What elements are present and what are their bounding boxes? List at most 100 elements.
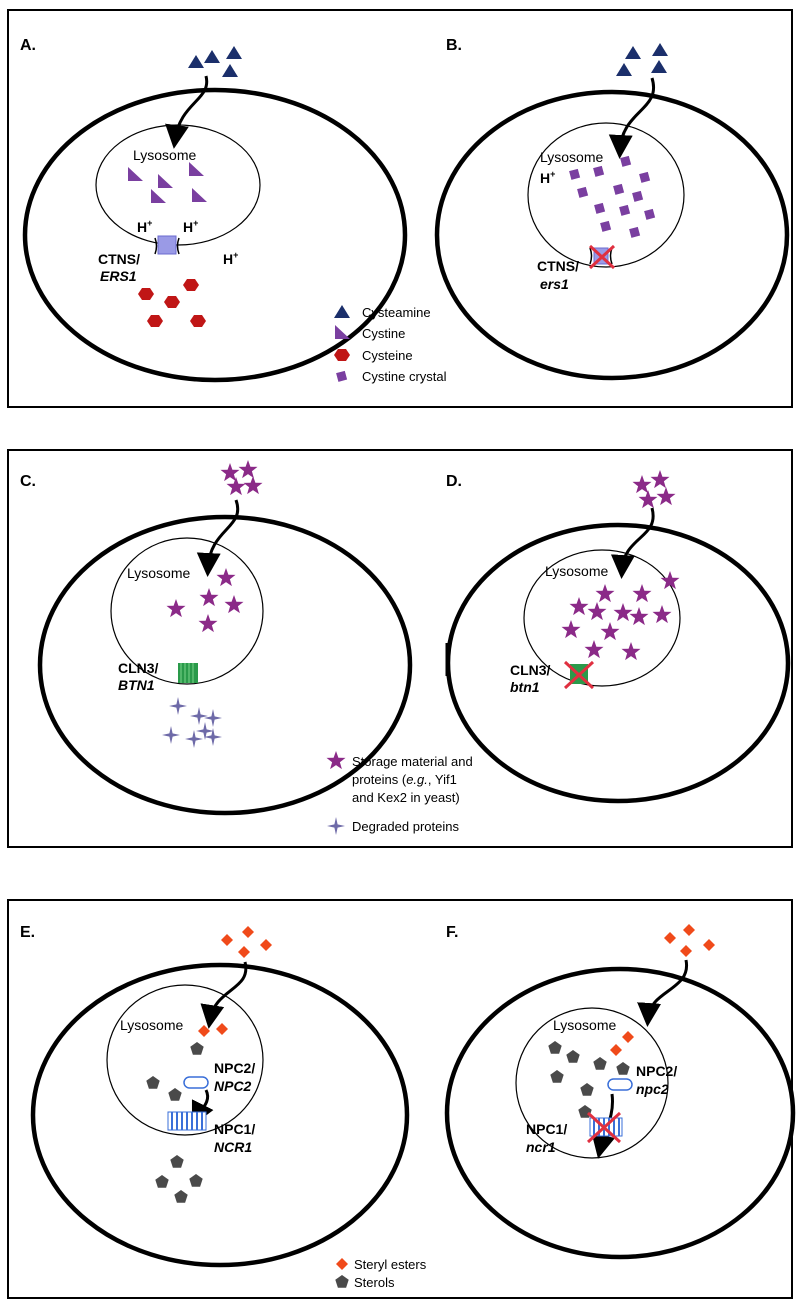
legend-cysteine: Cysteine: [362, 348, 413, 363]
cystine-crystal-icon: [569, 168, 581, 180]
sterol-icon: [190, 1042, 204, 1055]
cystine-crystal-group-b: [569, 155, 656, 238]
storage-star-icon: [166, 599, 186, 618]
cysteine-icon: [183, 279, 199, 291]
sterol-icon: [580, 1083, 594, 1096]
panel-box-cd: [7, 449, 793, 848]
gene-npc1-e-1: NPC1/: [214, 1121, 255, 1137]
cysteine-group-a: [138, 279, 206, 327]
storage-star-group-d: [632, 470, 676, 509]
storage-legend-icon: [326, 751, 346, 770]
storage-star-icon: [650, 470, 670, 489]
steryl-ester-icon: [238, 946, 250, 958]
steryl-legend-icon: [336, 1258, 348, 1270]
lysosome-label-c: Lysosome: [127, 565, 191, 581]
legend-ef: Steryl esters Sterols: [335, 1257, 427, 1290]
ctns-transporter-b-inactive: [588, 244, 616, 270]
panel-box-ef: [7, 899, 793, 1299]
cell-a: [22, 87, 408, 383]
steryl-ester-icon: [216, 1023, 228, 1035]
steryl-ester-icon: [260, 939, 272, 951]
storage-star-icon: [660, 571, 680, 590]
sterol-icon: [566, 1050, 580, 1063]
lysosome-label-b: Lysosome: [540, 149, 604, 165]
uptake-arrow-e: [200, 961, 248, 1029]
storage-star-icon: [569, 597, 589, 616]
storage-star-icon: [600, 622, 620, 641]
storage-star-icon: [561, 620, 581, 639]
storage-star-icon: [216, 568, 236, 587]
cell-b: [434, 89, 790, 381]
gene-btn1-d: btn1: [510, 679, 540, 695]
lysosome-a: [95, 124, 261, 246]
storage-star-icon: [652, 605, 672, 624]
cell-c: [37, 514, 413, 816]
cystine-crystal-icon: [620, 155, 632, 167]
cysteine-icon: [147, 315, 163, 327]
storage-star-icon: [595, 584, 615, 603]
uptake-arrow-f: [637, 959, 689, 1027]
sterol-icon: [174, 1190, 188, 1203]
cystine-crystal-icon: [632, 190, 644, 202]
gene-npc2-e-2: NPC2: [214, 1078, 252, 1094]
sterol-icon: [550, 1070, 564, 1083]
storage-star-icon: [621, 642, 641, 661]
legend-ab: Cysteamine Cystine Cysteine Cystine crys…: [334, 305, 447, 384]
sterol-icon: [616, 1062, 630, 1075]
panel-e: E. Lysosome: [20, 924, 410, 1268]
gene-ncr1-e-2: NCR1: [214, 1139, 252, 1155]
lysosome-e: [106, 984, 264, 1136]
storage-star-icon: [587, 602, 607, 621]
legend-crystal: Cystine crystal: [362, 369, 447, 384]
npc1-transporter-f-inactive: [586, 1111, 623, 1144]
gene-npc2-e-1: NPC2/: [214, 1060, 255, 1076]
storage-star-inner-d: [561, 571, 680, 661]
storage-star-icon: [238, 460, 258, 479]
storage-star-group-c: [220, 460, 263, 496]
steryl-ester-icon: [610, 1044, 622, 1056]
cln3-transporter-c: [178, 663, 198, 683]
cystine-icon: [192, 188, 207, 202]
sterol-icon: [189, 1174, 203, 1187]
cystine-group-a: [128, 162, 207, 203]
cystine-crystal-icon: [593, 165, 605, 177]
panel-c: C. Lysosome CLN3/ BTN1: [20, 460, 413, 816]
cell-e: [30, 962, 410, 1268]
storage-star-icon: [584, 640, 604, 659]
lysosome-b: [527, 122, 685, 268]
cell-f: [444, 966, 796, 1260]
storage-star-icon: [656, 487, 676, 506]
degraded-protein-icon: [162, 726, 180, 744]
lysosome-label-d: Lysosome: [545, 563, 609, 579]
cln3-transporter-d-inactive: [563, 660, 595, 690]
h-plus-a-3: H+: [223, 250, 238, 267]
cystine-icon: [189, 162, 204, 176]
gene-npc2-f-2: npc2: [636, 1081, 669, 1097]
sterol-icon: [548, 1041, 562, 1054]
cysteine-icon: [138, 288, 154, 300]
storage-star-icon: [632, 475, 652, 494]
lysosome-label-a: Lysosome: [133, 147, 197, 163]
storage-star-icon: [613, 603, 633, 622]
cystine-icon: [151, 189, 166, 203]
cysteamine-icon: [204, 50, 220, 63]
cross-icon: [588, 244, 616, 270]
steryl-ester-icon: [198, 1025, 210, 1037]
cystine-crystal-icon: [594, 202, 606, 214]
gene-npc2-f-1: NPC2/: [636, 1063, 677, 1079]
steryl-ester-icon: [703, 939, 715, 951]
panel-d: D. Lysosome CLN3: [445, 470, 791, 804]
storage-star-icon: [638, 490, 658, 509]
gene-npc1-f-1: NPC1/: [526, 1121, 567, 1137]
degraded-protein-icon: [190, 707, 208, 725]
panel-b-label: B.: [446, 37, 462, 54]
storage-star-icon: [198, 614, 218, 633]
cysteine-legend-icon: [334, 349, 350, 361]
storage-star-icon: [220, 463, 240, 482]
cystine-crystal-icon: [639, 171, 651, 183]
sterol-icon: [170, 1155, 184, 1168]
panel-b: B. Lysosome H+: [434, 37, 790, 381]
sterol-icon: [146, 1076, 160, 1089]
degraded-protein-icon: [169, 697, 187, 715]
